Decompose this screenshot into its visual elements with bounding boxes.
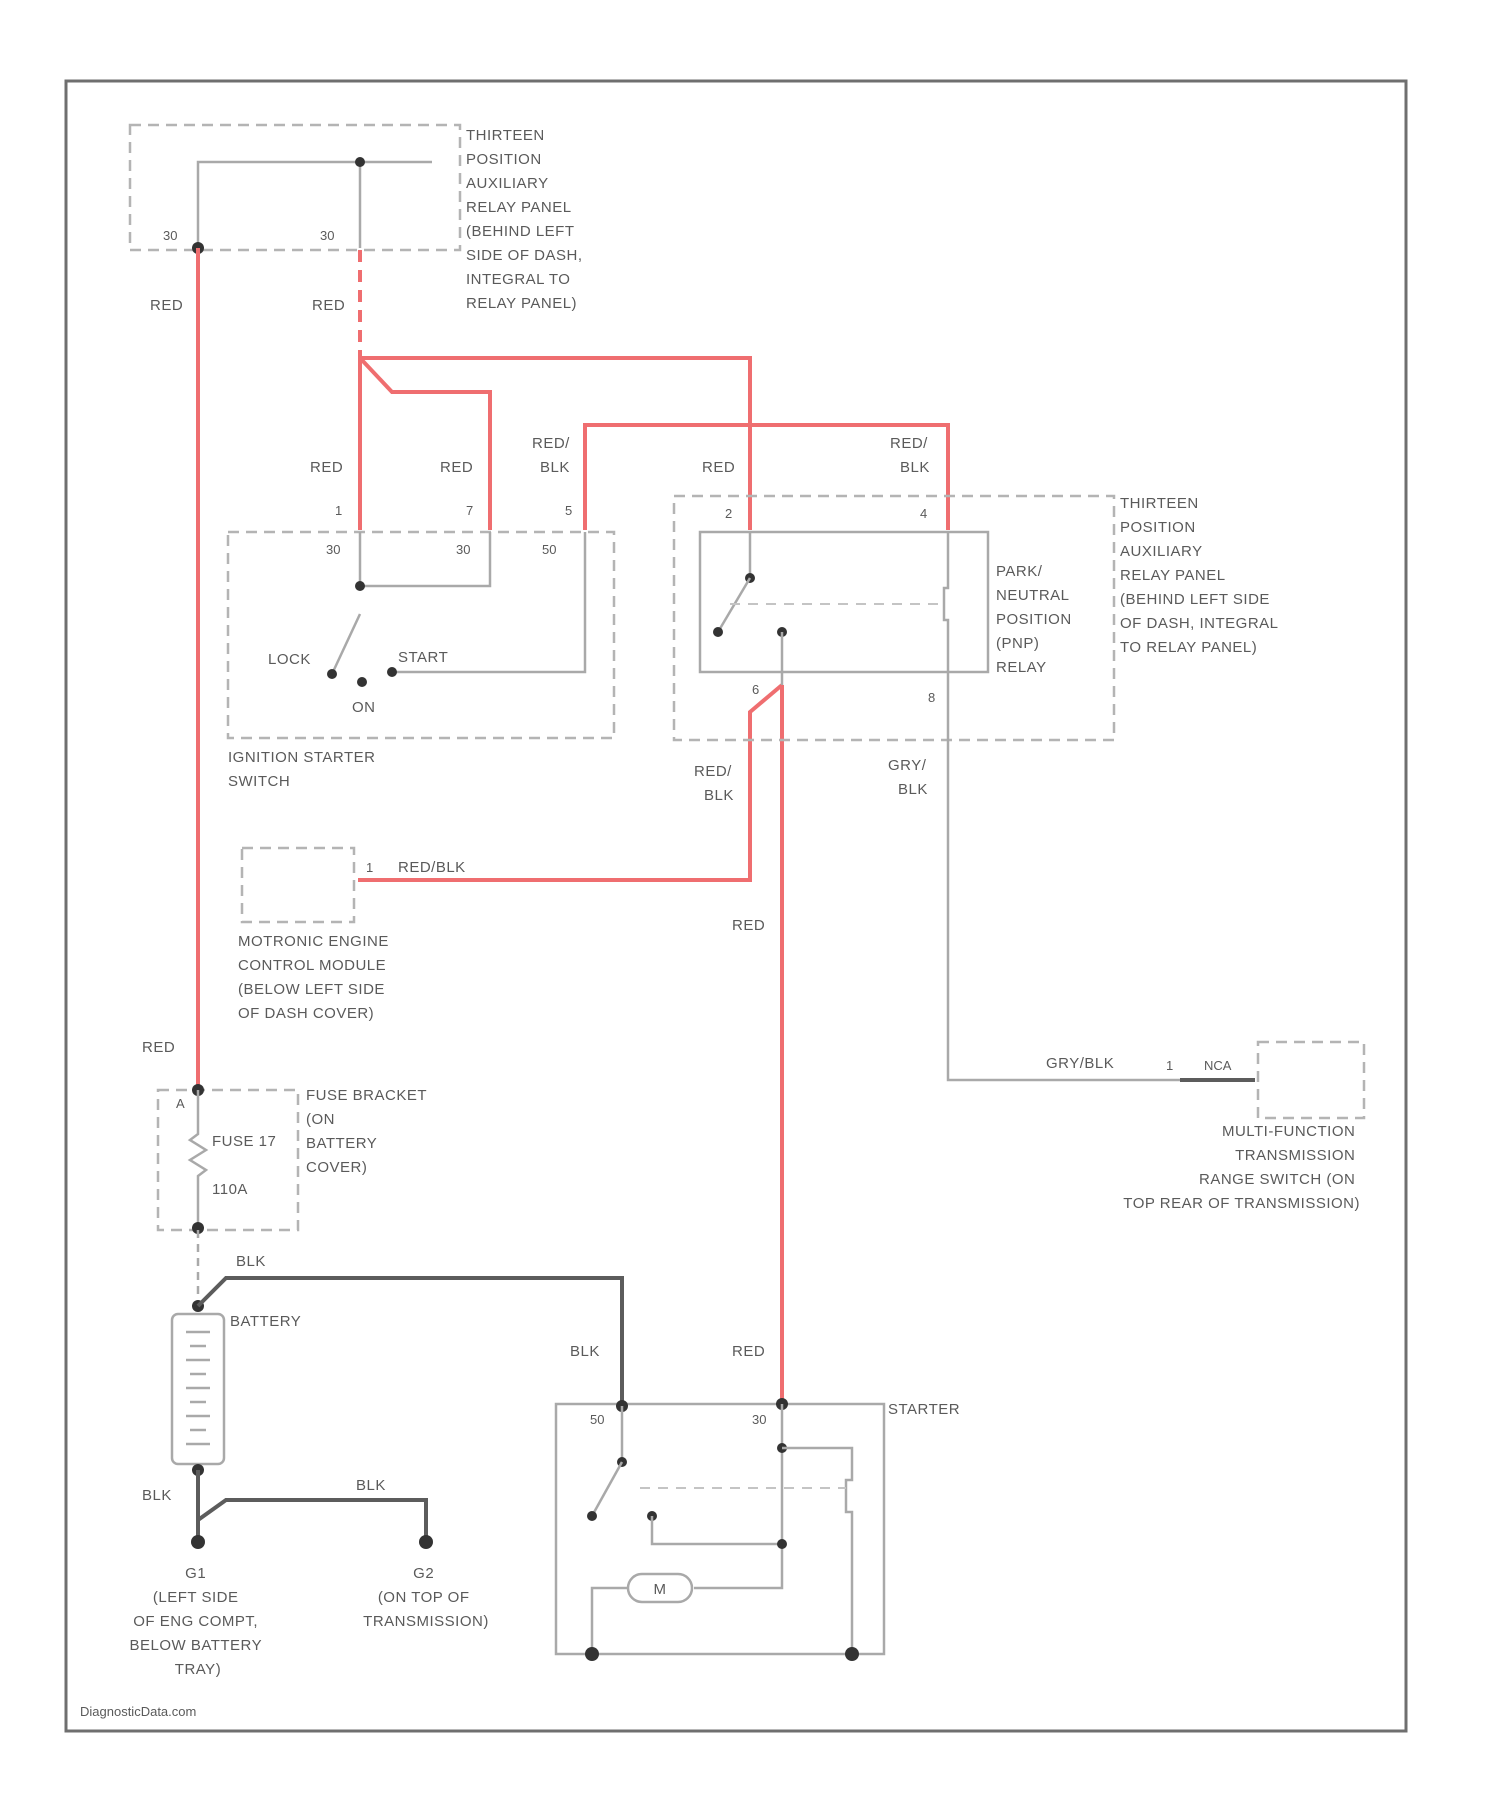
pin-label: 30	[163, 228, 177, 243]
lock-label: LOCK	[268, 651, 311, 668]
ecm-box	[242, 848, 354, 922]
pin-label: 6	[752, 682, 759, 697]
fuse-name: FUSE 17	[212, 1133, 276, 1150]
pin-label: 1	[335, 503, 342, 518]
motor-ground	[592, 1588, 628, 1654]
gryblk-wire	[948, 672, 1180, 1080]
wire-label: GRY/BLK	[1046, 1055, 1114, 1072]
wire-label: RED/BLK	[398, 859, 466, 876]
relay-coil	[944, 532, 948, 672]
starter-label: STARTER	[888, 1401, 960, 1418]
relay-panel-top-label: THIRTEEN POSITION AUXILIARY RELAY PANEL …	[466, 127, 587, 312]
ground-g1-icon	[191, 1535, 205, 1549]
wire-label: RED/	[890, 435, 928, 452]
relay-panel-top-bus	[198, 162, 432, 248]
solenoid-coil	[782, 1448, 852, 1654]
pin-label: NCA	[1204, 1058, 1232, 1073]
wire-label: RED	[732, 917, 765, 934]
g1-label: G1 (LEFT SIDE OF ENG COMPT, BELOW BATTER…	[129, 1565, 266, 1678]
motor-label: M	[654, 1581, 667, 1598]
wire-label: RED	[150, 297, 183, 314]
switch-contact-on	[357, 677, 367, 687]
fuse-bracket-label: FUSE BRACKET (ON BATTERY COVER)	[306, 1087, 431, 1176]
pin-label: 2	[725, 506, 732, 521]
wire-label: BLK	[236, 1253, 266, 1270]
pin-label: 30	[456, 542, 470, 557]
starter-box	[556, 1404, 884, 1654]
wire-label: RED	[440, 459, 473, 476]
pin-label: 5	[565, 503, 572, 518]
fuse-bracket-box	[158, 1090, 298, 1230]
pnp-relay-label: PARK/ NEUTRAL POSITION (PNP) RELAY	[996, 563, 1076, 676]
battery-label: BATTERY	[230, 1313, 301, 1330]
wire-label: BLK	[540, 459, 570, 476]
pin-label: 50	[542, 542, 556, 557]
on-label: ON	[352, 699, 376, 716]
motor-feed	[694, 1564, 782, 1588]
ignition-switch-box	[228, 532, 614, 738]
relay-panel-right-label: THIRTEEN POSITION AUXILIARY RELAY PANEL …	[1120, 495, 1283, 656]
wire-label: RED	[312, 297, 345, 314]
pin-label: A	[176, 1096, 185, 1111]
switch-contact-lock	[327, 669, 337, 679]
relay-contact	[713, 627, 723, 637]
pin-label: 30	[326, 542, 340, 557]
blk-wire-g2	[198, 1500, 426, 1542]
pin-label: 4	[920, 506, 927, 521]
switch-contact-start	[387, 667, 397, 677]
pin-label: 7	[466, 503, 473, 518]
wire-label: RED/	[694, 763, 732, 780]
ignition-switch-label: IGNITION STARTER SWITCH	[228, 749, 380, 790]
g2-label: G2 (ON TOP OF TRANSMISSION)	[363, 1565, 489, 1630]
switch-blade	[332, 614, 360, 674]
switch-pivot	[355, 581, 365, 591]
blk-wire-battery-starter	[198, 1278, 622, 1408]
pin-label: 50	[590, 1412, 604, 1427]
diagram-border	[66, 81, 1406, 1731]
starter-ground-dot	[845, 1647, 859, 1661]
wire-label: RED	[732, 1343, 765, 1360]
starter-blade	[592, 1462, 622, 1516]
wire-label: BLK	[900, 459, 930, 476]
wire-label: BLK	[142, 1487, 172, 1504]
wire-label: RED	[702, 459, 735, 476]
redblk-wire-ecm	[358, 685, 782, 880]
splice-dot	[355, 157, 365, 167]
wire-label: RED/	[532, 435, 570, 452]
battery-cells	[186, 1332, 210, 1444]
starter-ground-dot	[585, 1647, 599, 1661]
wire-label: RED	[142, 1039, 175, 1056]
watermark: DiagnosticData.com	[80, 1704, 196, 1719]
mfts-label: MULTI-FUNCTION TRANSMISSION RANGE SWITCH…	[1123, 1123, 1360, 1212]
mfts-box	[1258, 1042, 1364, 1118]
starter-contact	[587, 1511, 597, 1521]
pin-label: 1	[366, 860, 373, 875]
ignition-internal-bus	[360, 532, 490, 586]
wire-label: BLK	[704, 787, 734, 804]
aux-relay-panel-top	[130, 125, 460, 250]
start-label: START	[398, 649, 448, 666]
ground-g2-icon	[419, 1535, 433, 1549]
starter-internal	[652, 1516, 782, 1544]
ecm-label: MOTRONIC ENGINE CONTROL MODULE (BELOW LE…	[238, 933, 394, 1022]
wire-label: BLK	[898, 781, 928, 798]
pin-label: 30	[320, 228, 334, 243]
wire-label: BLK	[356, 1477, 386, 1494]
wire-label: BLK	[570, 1343, 600, 1360]
pin-label: 1	[1166, 1058, 1173, 1073]
fuse-17-icon	[190, 1090, 206, 1228]
fuse-rating: 110A	[212, 1181, 248, 1198]
pin-label: 8	[928, 690, 935, 705]
wire-label: GRY/	[888, 757, 927, 774]
pin-label: 30	[752, 1412, 766, 1427]
wire-label: RED	[310, 459, 343, 476]
splice-dot	[777, 1539, 787, 1549]
